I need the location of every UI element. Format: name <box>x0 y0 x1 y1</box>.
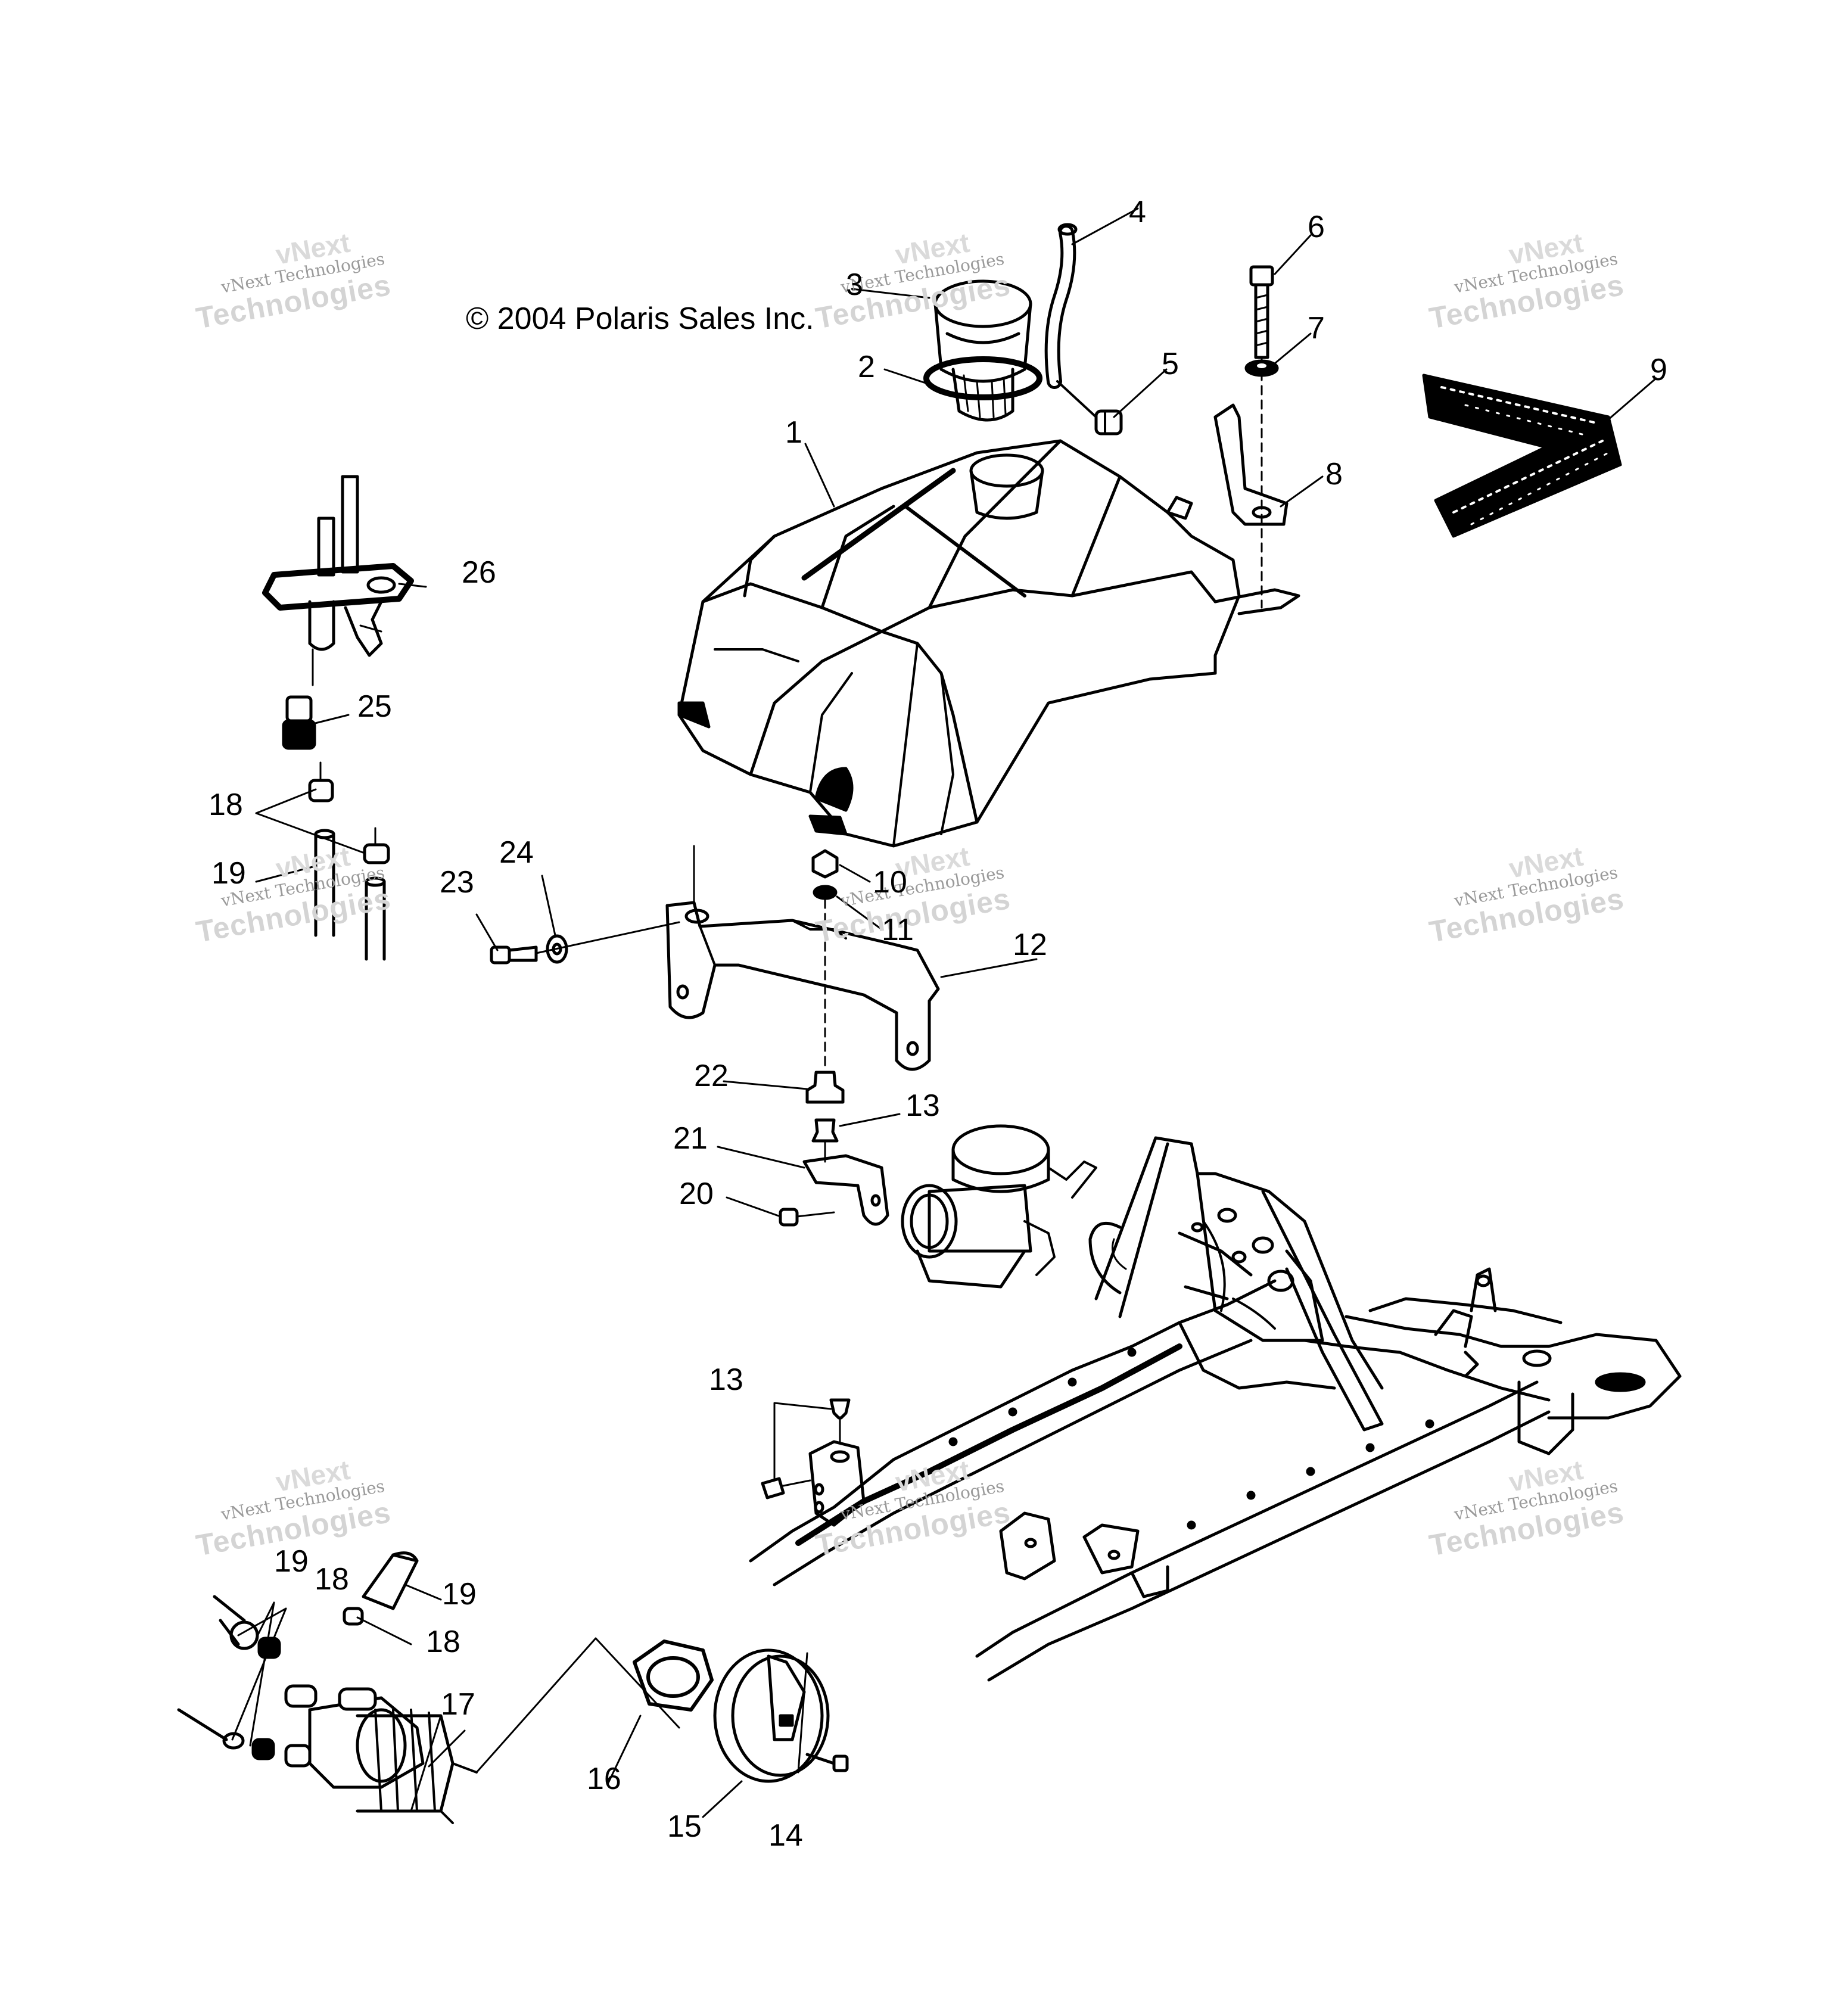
callout-18-lower-left: 18 <box>315 1562 349 1597</box>
pump-mount-nut-16 <box>633 1639 714 1712</box>
pump-mount-15 <box>713 1648 830 1783</box>
carb-bracket-21 <box>802 1154 889 1226</box>
callout-21: 21 <box>673 1121 708 1156</box>
pump-hoses-19 <box>177 1551 419 1750</box>
callout-5: 5 <box>1162 347 1179 381</box>
copyright-notice: © 2004 Polaris Sales Inc. <box>466 301 814 336</box>
clamp-18-right <box>363 827 390 864</box>
callout-24: 24 <box>499 835 534 870</box>
frame-bracket-13 <box>761 1398 866 1527</box>
screw-25 <box>282 695 316 750</box>
callout-4: 4 <box>1129 195 1146 229</box>
callout-1: 1 <box>785 415 802 450</box>
foam-pad <box>1422 374 1622 538</box>
callout-25: 25 <box>357 689 392 724</box>
callout-19-upper: 19 <box>211 856 246 891</box>
fuel-cap <box>851 279 1032 422</box>
callout-9: 9 <box>1650 353 1667 387</box>
fuel-valve <box>262 475 414 686</box>
callout-19-lower-right: 19 <box>442 1577 477 1611</box>
callout-17: 17 <box>441 1687 475 1722</box>
callout-19-lower-left: 19 <box>274 1544 309 1579</box>
callout-6: 6 <box>1308 210 1325 244</box>
callout-13-upper: 13 <box>905 1088 940 1123</box>
callout-15: 15 <box>667 1809 702 1844</box>
hose-19-right <box>365 876 386 961</box>
callout-12: 12 <box>1013 928 1047 962</box>
callout-3: 3 <box>846 267 863 302</box>
callout-18-lower-right: 18 <box>426 1625 460 1659</box>
hose-19-left <box>314 829 335 937</box>
washer-7 <box>1244 359 1279 377</box>
callout-20: 20 <box>679 1177 714 1211</box>
callout-23: 23 <box>440 865 474 900</box>
support-bracket <box>665 845 940 1071</box>
vehicle-frame <box>749 1136 1682 1682</box>
mount-bracket-8 <box>1213 403 1289 526</box>
fuel-pump <box>284 1637 680 1824</box>
bolt-6 <box>1249 265 1274 609</box>
callout-10: 10 <box>873 865 907 900</box>
nut-10 <box>811 849 839 879</box>
vent-hose <box>1044 223 1078 389</box>
callout-18-upper: 18 <box>208 788 243 822</box>
carburetor <box>901 1124 1097 1289</box>
bolt-23 <box>490 921 680 965</box>
grommet-13-upper <box>811 1118 839 1163</box>
callout-2: 2 <box>858 350 875 384</box>
grommet-22 <box>805 1071 845 1104</box>
callout-22: 22 <box>694 1059 729 1093</box>
washer-11 <box>813 885 838 1068</box>
callout-11: 11 <box>882 913 914 947</box>
callout-7: 7 <box>1308 311 1325 346</box>
gasket-ring <box>923 356 1042 400</box>
washer-24 <box>546 934 568 964</box>
fuel-tank <box>677 439 1300 848</box>
callout-26: 26 <box>462 555 496 590</box>
clamp-18-upper <box>308 761 334 802</box>
screw-14 <box>805 1753 849 1772</box>
vent-fitting <box>1056 380 1123 435</box>
callout-16: 16 <box>587 1762 621 1796</box>
leader-lines <box>231 207 1657 1818</box>
callout-13-lower: 13 <box>709 1362 743 1397</box>
callout-8: 8 <box>1325 457 1343 491</box>
bolt-20 <box>779 1208 835 1227</box>
callout-14: 14 <box>768 1818 803 1853</box>
